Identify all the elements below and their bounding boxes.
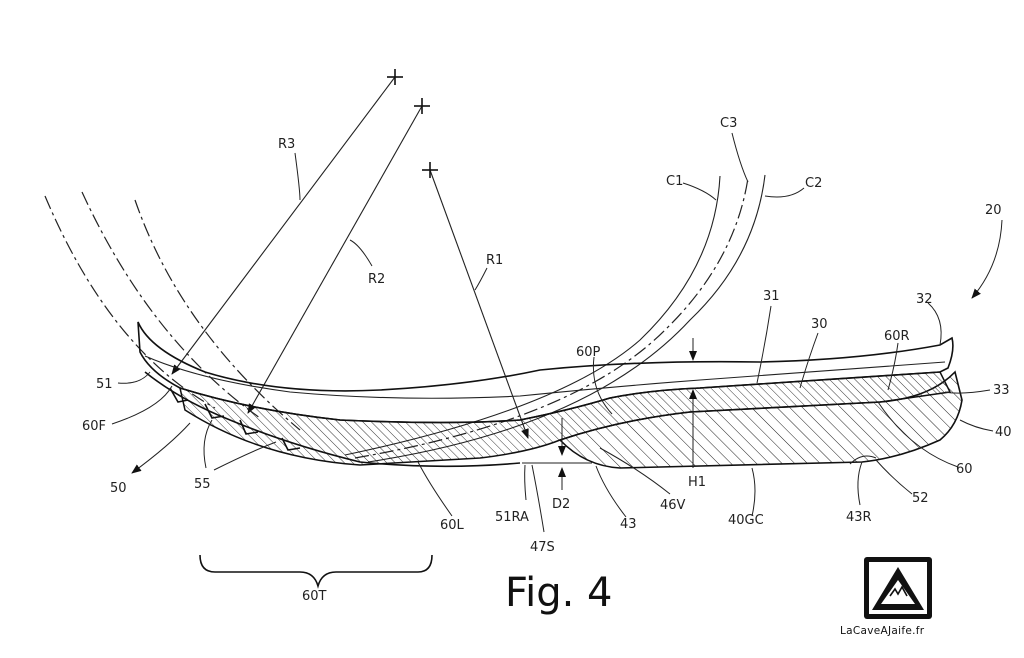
center-mark-r1 <box>422 162 438 178</box>
arc-inner-front <box>134 199 301 431</box>
label-r3: R3 <box>278 137 295 152</box>
lugs-55 <box>169 387 301 451</box>
bracket-60t <box>199 554 433 589</box>
leader-47s <box>531 464 545 533</box>
label-40: 40 <box>995 425 1012 440</box>
label-c3: C3 <box>720 116 737 131</box>
watermark-text: LaCaveAJaife.fr <box>840 625 925 637</box>
leader-43r <box>857 461 863 506</box>
label-60p: 60P <box>576 345 601 360</box>
leader-50 <box>131 422 191 474</box>
label-40gc: 40GC <box>728 513 764 528</box>
label-20: 20 <box>985 203 1002 218</box>
label-60r: 60R <box>884 329 910 344</box>
label-51: 51 <box>96 377 113 392</box>
leader-c2 <box>764 187 805 198</box>
label-32: 32 <box>916 292 933 307</box>
radius-lines <box>171 69 529 439</box>
label-d2: D2 <box>552 497 570 512</box>
leader-lines <box>111 132 1003 533</box>
figure-caption: Fig. 4 <box>505 570 612 616</box>
leader-55b <box>213 441 277 471</box>
leader-31 <box>756 305 772 384</box>
leader-55a <box>203 419 213 469</box>
label-51ra: 51RA <box>495 510 529 525</box>
arc-outer-front <box>44 195 216 409</box>
leader-60f <box>111 385 173 425</box>
label-c1: C1 <box>666 174 683 189</box>
leader-51 <box>117 371 151 384</box>
leader-43 <box>595 465 627 518</box>
leader-51ra <box>524 464 527 501</box>
label-60t: 60T <box>302 589 327 604</box>
label-r2: R2 <box>368 272 385 287</box>
leader-60 <box>877 401 959 468</box>
leader-33 <box>944 389 991 394</box>
label-60l: 60L <box>440 518 465 533</box>
sole-assembly <box>137 321 963 469</box>
reference-labels: 20 R3 R2 R1 C1 C3 C2 31 30 32 60R 33 40 … <box>82 116 1012 604</box>
layer-line-31 <box>144 355 946 399</box>
label-30: 30 <box>811 317 828 332</box>
dimensions <box>522 338 697 490</box>
arc-mid-front <box>81 191 261 419</box>
watermark-logo: LaCaveAJaife.fr <box>840 557 932 637</box>
leader-40gc <box>751 467 756 517</box>
leader-52 <box>875 459 913 495</box>
leader-r3 <box>294 152 301 201</box>
leader-40 <box>959 419 994 432</box>
leader-60r <box>887 342 899 391</box>
label-47s: 47S <box>530 540 555 555</box>
outsole-bottom-line <box>144 371 521 468</box>
leader-r1 <box>474 267 488 291</box>
leader-c3 <box>731 132 749 183</box>
label-46v: 46V <box>660 498 686 513</box>
leader-30 <box>799 332 819 389</box>
label-h1: H1 <box>688 475 706 490</box>
label-31: 31 <box>763 289 780 304</box>
label-r1: R1 <box>486 253 503 268</box>
leader-60l <box>417 461 453 517</box>
leader-60p <box>592 356 613 415</box>
label-60f: 60F <box>82 419 106 434</box>
leader-46v <box>599 447 671 495</box>
leader-r2 <box>349 239 373 267</box>
label-43: 43 <box>620 517 637 532</box>
label-33: 33 <box>993 383 1010 398</box>
radius-r1-line <box>429 169 529 439</box>
leader-20 <box>971 219 1003 299</box>
radius-r2-line <box>247 105 423 414</box>
label-50: 50 <box>110 481 127 496</box>
label-52: 52 <box>912 491 929 506</box>
leader-c1 <box>682 182 717 201</box>
radius-r3-line <box>171 76 396 375</box>
center-mark-r2 <box>414 98 430 114</box>
heel-recess-43r <box>849 455 877 465</box>
center-mark-r3 <box>387 69 403 85</box>
upper-layer-30 <box>137 321 954 424</box>
label-43r: 43R <box>846 510 872 525</box>
leader-32 <box>927 302 942 346</box>
label-55: 55 <box>194 477 211 492</box>
label-c2: C2 <box>805 176 822 191</box>
label-60: 60 <box>956 462 973 477</box>
